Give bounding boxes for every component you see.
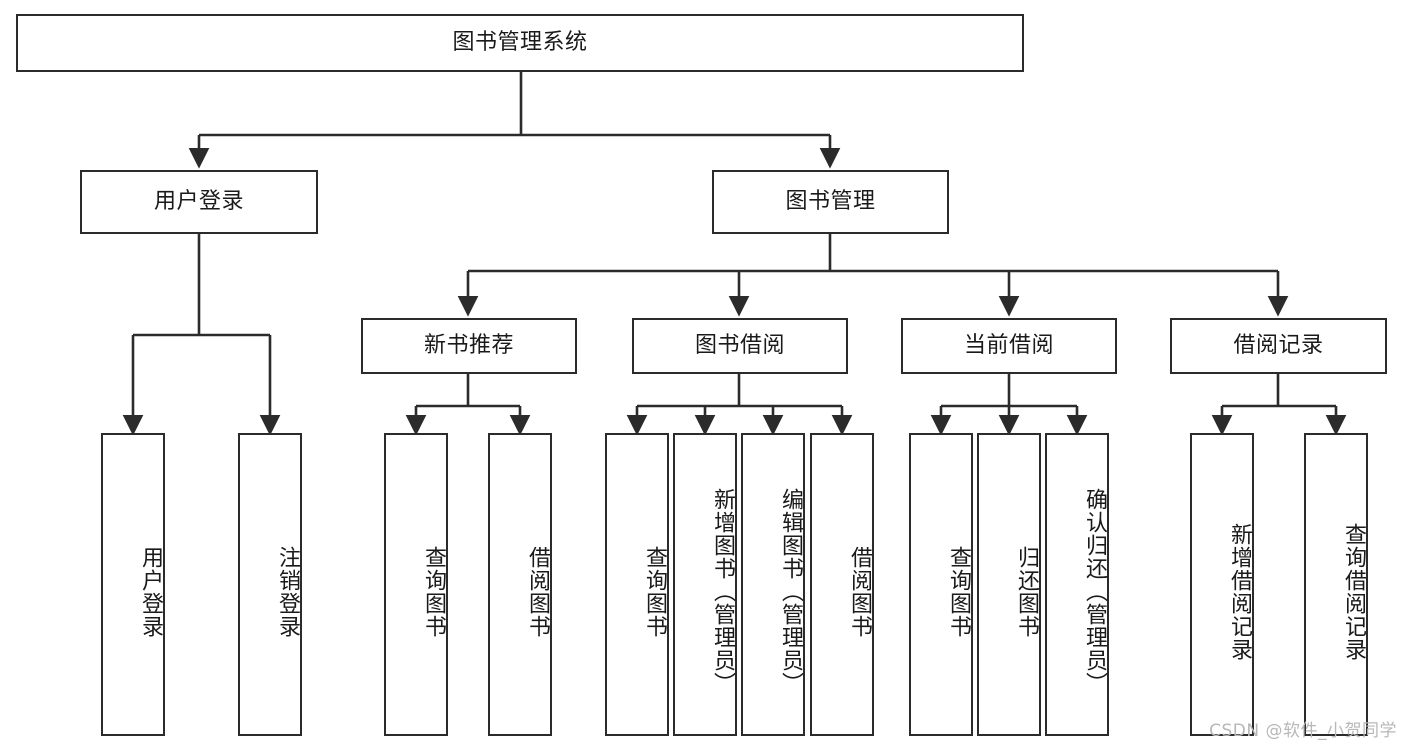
leaf-user-login[interactable]: 用户登录 <box>101 433 165 736</box>
leaf-edit-book-admin[interactable]: 编辑图书（管理员） <box>741 433 805 736</box>
node-root-label: 图书管理系统 <box>452 29 588 55</box>
leaf-new-book-borrow[interactable]: 借阅图书 <box>488 433 552 736</box>
node-new-book-recommend-label: 新书推荐 <box>423 332 514 358</box>
leaf-return-book[interactable]: 归还图书 <box>977 433 1041 736</box>
leaf-borrow-book[interactable]: 借阅图书 <box>810 433 874 736</box>
leaf-add-book-admin[interactable]: 新增图书（管理员） <box>673 433 737 736</box>
leaf-borrow-query-book-label: 查询图书 <box>642 545 667 638</box>
leaf-borrow-query-book[interactable]: 查询图书 <box>605 433 669 736</box>
node-book-borrow[interactable]: 图书借阅 <box>632 318 848 374</box>
node-borrow-record-label: 借阅记录 <box>1233 332 1324 358</box>
node-new-book-recommend[interactable]: 新书推荐 <box>361 318 577 374</box>
csdn-watermark: CSDN @软件_小贺同学 <box>1209 721 1397 741</box>
leaf-query-borrow-record-label: 查询借阅记录 <box>1341 522 1366 661</box>
node-current-borrow-label: 当前借阅 <box>963 332 1054 358</box>
node-book-management[interactable]: 图书管理 <box>712 170 949 234</box>
node-book-borrow-label: 图书借阅 <box>694 332 785 358</box>
leaf-new-book-query-label: 查询图书 <box>421 545 446 638</box>
leaf-new-book-borrow-label: 借阅图书 <box>525 545 550 638</box>
node-user-login-label: 用户登录 <box>153 188 244 214</box>
leaf-confirm-return-admin[interactable]: 确认归还（管理员） <box>1045 433 1109 736</box>
node-current-borrow[interactable]: 当前借阅 <box>901 318 1117 374</box>
node-user-login[interactable]: 用户登录 <box>80 170 318 234</box>
leaf-return-book-label: 归还图书 <box>1014 545 1039 638</box>
leaf-logout[interactable]: 注销登录 <box>238 433 302 736</box>
leaf-current-query-book[interactable]: 查询图书 <box>909 433 973 736</box>
node-borrow-record[interactable]: 借阅记录 <box>1170 318 1387 374</box>
leaf-edit-book-admin-label: 编辑图书（管理员） <box>778 488 803 695</box>
leaf-add-borrow-record[interactable]: 新增借阅记录 <box>1190 433 1254 736</box>
leaf-query-borrow-record[interactable]: 查询借阅记录 <box>1304 433 1368 736</box>
leaf-borrow-book-label: 借阅图书 <box>847 545 872 638</box>
leaf-logout-label: 注销登录 <box>275 545 300 638</box>
leaf-confirm-return-admin-label: 确认归还（管理员） <box>1082 488 1107 695</box>
leaf-user-login-label: 用户登录 <box>138 545 163 638</box>
node-root-system[interactable]: 图书管理系统 <box>16 14 1024 72</box>
leaf-current-query-book-label: 查询图书 <box>946 545 971 638</box>
leaf-new-book-query[interactable]: 查询图书 <box>384 433 448 736</box>
leaf-add-book-admin-label: 新增图书（管理员） <box>710 488 735 695</box>
leaf-add-borrow-record-label: 新增借阅记录 <box>1227 522 1252 661</box>
node-book-management-label: 图书管理 <box>785 188 876 214</box>
